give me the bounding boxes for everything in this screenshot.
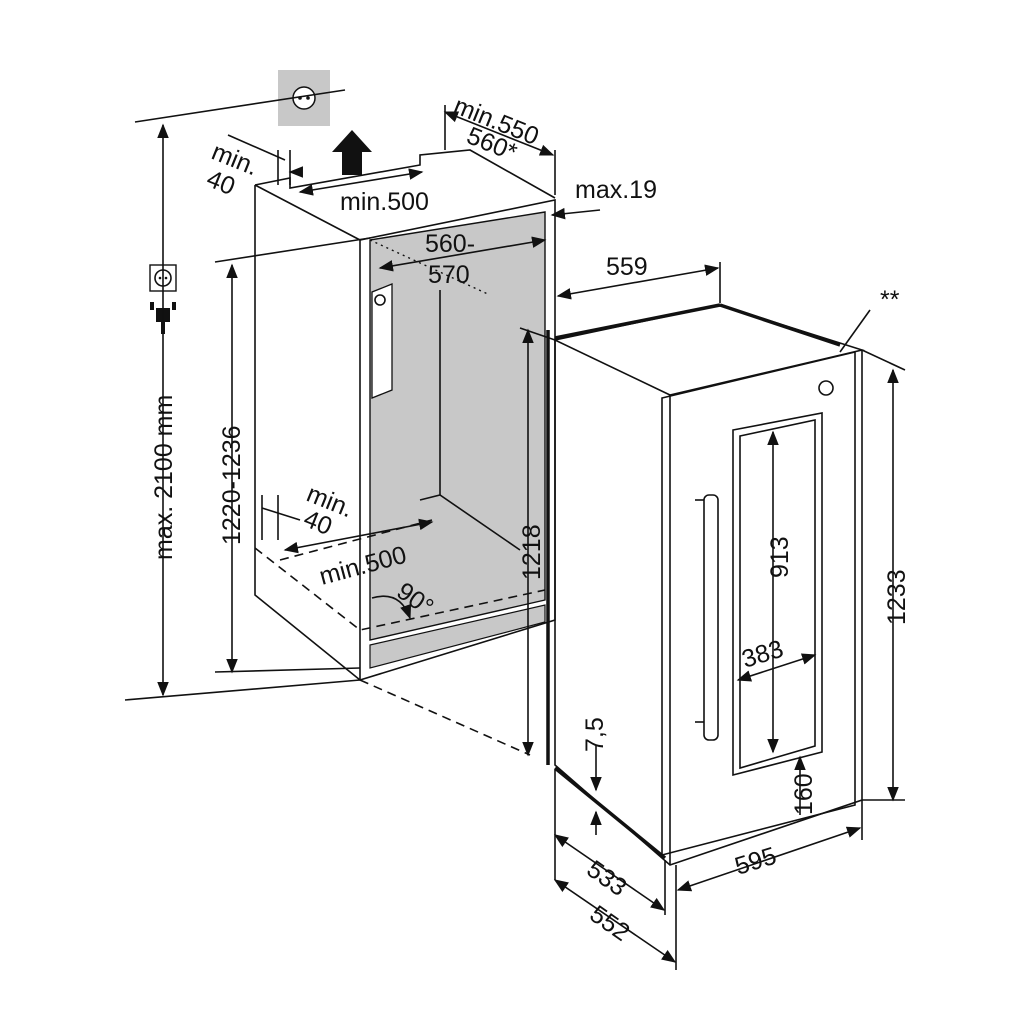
door-window	[732, 412, 823, 777]
niche-cabinet	[254, 149, 556, 756]
label-niche-width-top: 560-	[425, 230, 475, 258]
label-appliance-width: 559	[606, 253, 648, 281]
dimension-lines	[124, 89, 906, 970]
label-niche-width-bottom: 570	[428, 261, 470, 289]
label-depth-total: 552	[585, 900, 635, 947]
label-window-height: 913	[766, 536, 794, 578]
label-front-width: 595	[732, 842, 780, 881]
arrow-up-icon	[332, 130, 372, 175]
wine-cabinet-appliance	[546, 303, 866, 866]
door-handle	[703, 494, 719, 741]
label-door-thickness: max.19	[575, 176, 657, 204]
label-top-vent-width: min.500	[340, 188, 429, 216]
label-appliance-body-height: 1218	[518, 524, 546, 580]
status-indicator	[818, 380, 834, 396]
label-appliance-height: 1233	[883, 569, 911, 625]
hinge-bracket	[371, 283, 393, 399]
label-plinth-offset: 7,5	[581, 717, 609, 752]
niche-plinth-panel	[369, 604, 546, 669]
label-depth-body: 533	[582, 855, 632, 902]
label-window-bottom-offset: 160	[790, 773, 818, 815]
label-window-width: 383	[739, 635, 787, 674]
label-note-marker: **	[880, 286, 900, 314]
label-max-height: max. 2100 mm	[150, 395, 178, 560]
wall-socket-icon	[278, 70, 330, 126]
label-niche-height: 1220-1236	[218, 425, 246, 545]
